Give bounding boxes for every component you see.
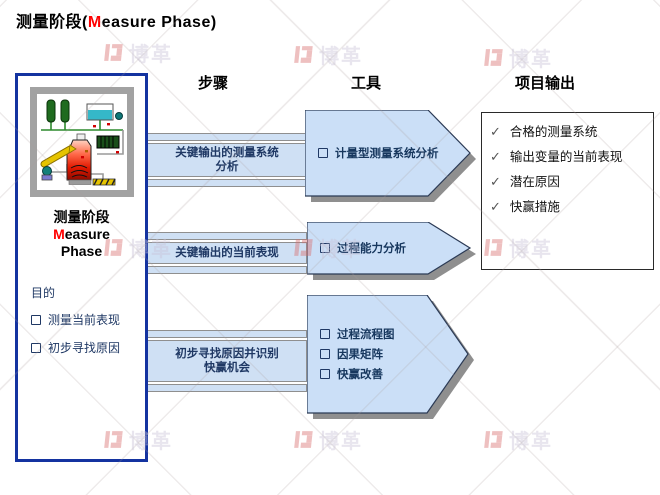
tool-label: 快赢改善 [337,369,383,381]
band-stripe [148,266,307,274]
step-2-label: 关键输出的当前表现 [148,242,307,264]
column-header-steps: 步骤 [197,75,228,92]
brand-watermark-text: 博革 [509,49,553,71]
checkbox-icon [320,349,330,359]
phase-title-cn: 测量阶段 [53,209,110,225]
brand-watermark: 博革 [483,425,553,454]
output-item: ✓ 合格的测量系统 [490,124,647,140]
checkbox-icon [318,148,328,158]
page-title-rest: easure Phase) [101,14,217,31]
output-item: ✓ 潜在原因 [490,174,647,190]
brand-logo-icon [484,49,503,66]
band-stripe [148,384,307,392]
tools-arrow-3: 过程流程图 因果矩阵 快赢改善 [307,295,475,421]
tool-item: 因果矩阵 [320,346,395,362]
band-stripe [148,330,307,338]
phase-box-title: 测量阶段 Measure Phase [18,209,145,260]
check-icon: ✓ [490,124,501,139]
column-header-tools: 工具 [350,75,381,92]
step-3-label: 初步寻找原因并识别 快赢机会 [148,340,307,382]
output-label: 合格的测量系统 [509,125,598,139]
process-diagram-frame [29,87,134,197]
tool-item: 快赢改善 [320,366,395,382]
tool-item: 过程流程图 [320,326,395,342]
checkbox-icon [31,314,41,325]
page-title: 测量阶段(Measure Phase) [16,8,217,32]
tool-label: 过程能力分析 [337,243,406,255]
checkbox-icon [320,243,330,253]
process-plant-illustration [40,99,124,186]
purpose-label: 目的 [31,286,56,300]
checkbox-icon [320,329,330,339]
checkbox-icon [320,369,330,379]
phase-title-highlight: M [53,226,65,242]
step-1-label: 关键输出的测量系统 分析 [148,143,307,177]
tool-label: 因果矩阵 [337,349,383,361]
page-title-prefix: 测量阶段( [16,14,88,31]
step-band-1: 关键输出的测量系统 分析 [148,133,307,187]
brand-logo-icon [294,431,313,448]
arrow-shape [305,110,476,202]
brand-logo-icon [484,431,503,448]
output-item: ✓ 输出变量的当前表现 [490,149,647,165]
purpose-item-label: 初步寻找原因 [48,341,121,355]
project-outputs-box: ✓ 合格的测量系统 ✓ 输出变量的当前表现 ✓ 潜在原因 ✓ 快赢措施 [481,112,654,270]
brand-watermark-text: 博革 [319,46,363,68]
brand-watermark: 博革 [103,38,173,67]
brand-watermark: 博革 [293,425,363,454]
measure-phase-box: 测量阶段 Measure Phase 目的 测量当前表现 初步寻找原因 [15,73,148,462]
output-item: ✓ 快赢措施 [490,199,647,215]
purpose-item: 初步寻找原因 [31,339,145,356]
band-stripe [148,179,307,187]
tool-list: 过程流程图 因果矩阵 快赢改善 [320,295,395,413]
brand-watermark: 博革 [483,43,553,72]
check-icon: ✓ [490,149,501,164]
phase-title-en-line1: Measure [18,226,145,243]
purpose-section: 目的 测量当前表现 初步寻找原因 [31,284,145,356]
band-stripe [148,133,307,141]
tool-label: 过程流程图 [337,329,395,341]
band-stripe [148,232,307,240]
column-header-outputs: 项目输出 [514,75,575,92]
tool-list: 过程能力分析 [320,222,406,274]
output-label: 潜在原因 [509,175,560,189]
step-band-2: 关键输出的当前表现 [148,232,307,274]
output-label: 快赢措施 [509,200,560,214]
arrow-shape [307,222,476,280]
brand-logo-icon [294,46,313,63]
arrow-shape [307,295,474,419]
step-band-3: 初步寻找原因并识别 快赢机会 [148,330,307,392]
output-label: 输出变量的当前表现 [509,150,623,164]
brand-watermark-text: 博革 [509,431,553,453]
brand-watermark-text: 博革 [319,431,363,453]
tool-item: 过程能力分析 [320,240,406,256]
brand-watermark-text: 博革 [129,44,173,66]
check-icon: ✓ [490,199,501,214]
brand-watermark: 博革 [293,40,363,69]
tools-arrow-1: 计量型测量系统分析 [305,110,477,204]
tool-list: 计量型测量系统分析 [318,110,439,196]
tool-label: 计量型测量系统分析 [335,148,439,160]
tools-arrow-2: 过程能力分析 [307,222,477,282]
purpose-item-label: 测量当前表现 [48,313,121,327]
phase-title-en-line2: Phase [60,243,103,259]
phase-title-en-rest: easure [64,226,110,242]
brand-logo-icon [104,44,123,61]
tool-item: 计量型测量系统分析 [318,145,439,161]
checkbox-icon [31,342,41,353]
check-icon: ✓ [490,174,501,189]
page-title-highlight: M [87,14,102,31]
purpose-item: 测量当前表现 [31,311,145,328]
